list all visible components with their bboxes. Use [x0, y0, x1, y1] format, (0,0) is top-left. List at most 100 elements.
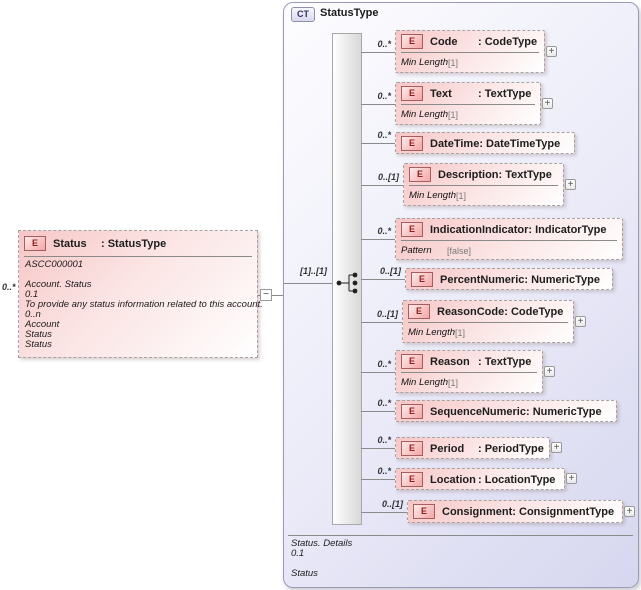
annotation-line: Account: [25, 319, 60, 330]
expand-button[interactable]: +: [542, 98, 553, 109]
connector-line: [361, 143, 395, 144]
element-name: Location: [430, 473, 476, 486]
element-header: E Location : LocationType: [396, 469, 564, 490]
facet-label: Min Length: [401, 109, 449, 120]
element-type: : TextType: [478, 355, 532, 368]
element-name: Code: [430, 35, 458, 48]
connector-line: [361, 104, 395, 105]
facet-label: Min Length: [409, 190, 457, 201]
annotation-line: To provide any status information relate…: [25, 299, 263, 310]
element-icon: E: [401, 34, 423, 49]
compositor-cardinality: [1]..[1]: [300, 266, 327, 276]
element-box[interactable]: E Description : TextType Min Length [1]: [403, 163, 564, 206]
element-icon: E: [401, 136, 423, 151]
element-type: : NumericType: [525, 405, 602, 418]
annotation-line: Status: [25, 329, 52, 340]
element-type: : DateTimeType: [479, 137, 561, 150]
expand-button[interactable]: +: [551, 442, 562, 453]
expand-button[interactable]: +: [566, 473, 577, 484]
element-box[interactable]: E IndicationIndicator : IndicatorType Pa…: [395, 218, 623, 260]
cardinality-label: 0..*: [377, 91, 391, 101]
annotation-line: 0..n: [25, 309, 41, 320]
facet-label: Min Length: [408, 327, 456, 338]
facet-row: Min Length [1]: [401, 104, 535, 124]
facet-row: Min Length [1]: [401, 372, 537, 392]
element-icon: E: [24, 236, 46, 251]
cardinality-label: 0..*: [377, 39, 391, 49]
root-element-box[interactable]: E Status : StatusType ASCC000001 Account…: [18, 230, 263, 358]
cardinality-label: 0..*: [377, 130, 391, 140]
root-cardinality: 0..*: [2, 282, 16, 292]
root-element-header: E Status : StatusType: [19, 231, 257, 256]
element-header: E Period : PeriodType: [396, 438, 549, 459]
element-name: Consignment: [442, 505, 513, 518]
element-box[interactable]: E Period : PeriodType: [395, 437, 550, 459]
element-box[interactable]: E DateTime : DateTimeType: [395, 132, 575, 154]
element-name: SequenceNumeric: [430, 405, 526, 418]
element-header: E ReasonCode : CodeType: [403, 301, 573, 322]
facet-row: Min Length [1]: [408, 322, 568, 342]
root-element-name: Status: [53, 237, 87, 250]
connector-line: [361, 322, 402, 323]
expand-button[interactable]: +: [544, 366, 555, 377]
element-box[interactable]: E Text : TextType Min Length [1]: [395, 82, 541, 125]
connector-line: [361, 512, 407, 513]
element-name: Text: [430, 87, 452, 100]
element-header: E PercentNumeric : NumericType: [406, 269, 612, 290]
element-type: : CodeType: [504, 305, 564, 318]
expand-button[interactable]: +: [565, 179, 576, 190]
root-element-type: : StatusType: [101, 237, 167, 250]
element-box[interactable]: E Location : LocationType: [395, 468, 565, 490]
element-box[interactable]: E Consignment : ConsignmentType: [407, 500, 623, 523]
element-box[interactable]: E ReasonCode : CodeType Min Length [1]: [402, 300, 574, 343]
expand-button[interactable]: +: [575, 316, 586, 327]
element-icon: E: [408, 304, 430, 319]
cardinality-label: 0..[1]: [376, 309, 398, 319]
annotation-line: Account. Status: [25, 279, 92, 290]
facet-value: [1]: [448, 57, 459, 68]
complex-type-icon: CT: [291, 7, 315, 22]
connector-line: [361, 479, 395, 480]
element-box[interactable]: E Reason : TextType Min Length [1]: [395, 350, 543, 393]
element-icon: E: [401, 441, 423, 456]
expand-button[interactable]: +: [624, 506, 635, 517]
element-box[interactable]: E Code : CodeType Min Length [1]: [395, 30, 545, 73]
facet-value: [false]: [447, 245, 472, 256]
connector-line: [361, 239, 395, 240]
element-type: : LocationType: [478, 473, 556, 486]
element-name: Reason: [430, 355, 470, 368]
element-header: E IndicationIndicator : IndicatorType: [396, 219, 622, 240]
cardinality-label: 0..*: [377, 435, 391, 445]
facet-row: Min Length [1]: [409, 185, 558, 205]
complex-type-title: StatusType: [320, 7, 379, 19]
element-name: Period: [430, 442, 465, 455]
collapse-toggle[interactable]: −: [260, 289, 272, 301]
element-box[interactable]: E PercentNumeric : NumericType: [405, 268, 613, 290]
element-header: E Text : TextType: [396, 83, 540, 104]
annotation-line: 0.1: [25, 289, 39, 300]
facet-row: Pattern [false]: [401, 240, 617, 260]
facet-label: Min Length: [401, 57, 449, 68]
element-icon: E: [401, 222, 423, 237]
connector-line: [361, 411, 395, 412]
connector-line: [361, 279, 405, 280]
cardinality-label: 0..[1]: [379, 266, 401, 276]
connector-line: [361, 185, 403, 186]
element-box[interactable]: E SequenceNumeric : NumericType: [395, 400, 617, 422]
element-type: : TextType: [498, 168, 552, 181]
element-icon: E: [411, 272, 433, 287]
sequence-icon: [336, 272, 358, 294]
compositor-connector-line: [284, 283, 332, 284]
cardinality-label: 0..[1]: [381, 499, 403, 509]
annotation-line: ASCC000001: [25, 259, 84, 270]
element-name: DateTime: [430, 137, 480, 150]
facet-label: Pattern: [401, 245, 432, 256]
element-header: E DateTime : DateTimeType: [396, 133, 574, 154]
facet-value: [1]: [448, 377, 459, 388]
annotation-line: Status. Details: [291, 538, 353, 549]
connector-line: [361, 372, 395, 373]
element-icon: E: [413, 504, 435, 519]
sequence-bar: [332, 33, 362, 525]
connector-line: [361, 448, 395, 449]
expand-button[interactable]: +: [546, 46, 557, 57]
